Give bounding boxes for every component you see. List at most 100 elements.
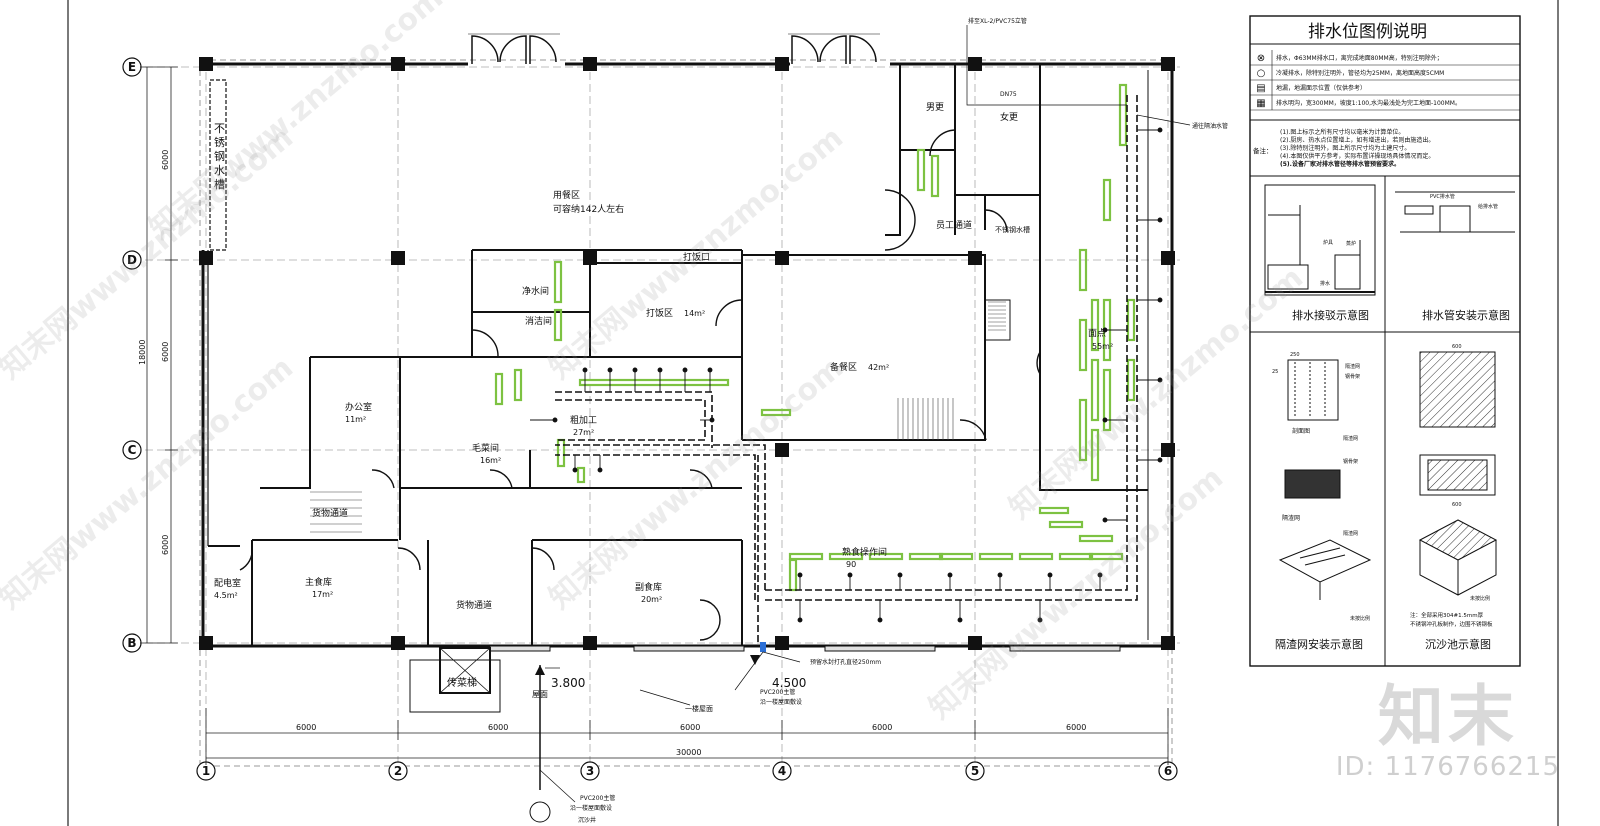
fixture	[553, 308, 563, 342]
detail3-callout-a: 隔渣网	[1345, 363, 1360, 370]
svg-text:排水明沟，宽300MM，坡度1:100,水沟最浅处为完工地面: 排水明沟，宽300MM，坡度1:100,水沟最浅处为完工地面-100MM。	[1276, 99, 1461, 107]
detail-settling-pit	[1418, 351, 1498, 596]
note-roof: 屋面	[532, 690, 548, 699]
svg-text:C: C	[128, 443, 137, 457]
svg-text:E: E	[128, 60, 136, 74]
detail1-callout-d: 蒸炉	[1346, 240, 1356, 247]
svg-text:▤: ▤	[1256, 83, 1265, 94]
col-axis-3: 3	[580, 761, 600, 781]
detail4-scale: 未按比例	[1470, 595, 1490, 602]
row-dim-3: 6000	[161, 535, 170, 555]
column	[199, 636, 213, 650]
room-cook: 熟食操作间	[842, 546, 887, 558]
note-pvc-main: PVC200主管	[760, 688, 795, 696]
legend-row-3: ▤ 地漏，地漏面示位置（仅供参考）	[1250, 80, 1520, 96]
pipe-annotations: 排至XL-2/PVC75立管 DN75 通往隔油水管 预留水封打孔直径250mm…	[532, 17, 1228, 824]
column	[391, 251, 405, 265]
room-office-area: 11m²	[345, 415, 366, 424]
legend-note-1: (1).图上标示之所有尺寸均以毫米为计算单位。	[1280, 128, 1404, 136]
elev-arrow-a	[535, 665, 545, 675]
row-axis-D: D	[122, 250, 142, 270]
detail3-callout-c: 隔渣网	[1343, 435, 1358, 442]
column	[1161, 57, 1175, 71]
fixture	[908, 552, 944, 561]
room-serve: 打饭区	[646, 307, 673, 319]
fixture	[760, 408, 792, 417]
col-dim-2: 6000	[488, 723, 508, 732]
fixture	[1018, 552, 1054, 561]
detail4-note: 注：全部采用304#1.5mm厚 不锈钢冲孔板制作，边围不锈钢板	[1410, 611, 1493, 628]
col-axis-bubbles: 1 2 3 4 5 6	[196, 761, 1178, 781]
legend-note-3: (3).除特别注明外，图上所示尺寸均为土建尺寸。	[1280, 144, 1410, 152]
svg-text:3: 3	[586, 764, 594, 778]
column	[199, 57, 213, 71]
room-window: 打饭口	[683, 251, 710, 263]
col-axis-5: 5	[965, 761, 985, 781]
legend-note-5: (5).设备厂家对排水管径等排水管预留要求。	[1280, 160, 1400, 168]
fixture	[494, 372, 504, 406]
column	[775, 443, 789, 457]
dumbwaiter-cross-b	[439, 647, 491, 694]
fixture	[938, 552, 974, 561]
detail3-callout-g: 隔渣网	[1282, 514, 1300, 522]
fixture	[1102, 178, 1112, 222]
detail4-title: 沉沙池示意图	[1425, 637, 1491, 651]
room-pastry-area: 55m²	[1092, 342, 1113, 351]
sink-counter	[209, 79, 227, 251]
detail3-scale: 未按比例	[1350, 615, 1370, 622]
column	[775, 251, 789, 265]
room-main-store-area: 17m²	[312, 590, 333, 599]
col-axis-2: 2	[388, 761, 408, 781]
svg-text:6: 6	[1164, 764, 1172, 778]
fixture	[930, 154, 940, 198]
detail3-callout-d: 钢骨架	[1343, 458, 1358, 465]
room-serve-area: 14m²	[684, 309, 705, 318]
detail1-callout-e: 排水	[1320, 280, 1330, 287]
fixture	[1090, 358, 1100, 422]
legend-row-2: ○ 冷凝排水，除特别注明外，管径均为25MM，离地面高度5CMM	[1250, 65, 1520, 81]
col-axis-6: 6	[1158, 761, 1178, 781]
fixture	[828, 552, 864, 561]
sink-counter-label: 不锈钢水槽	[214, 122, 225, 191]
row-dim-2: 6000	[161, 342, 170, 362]
fixture	[578, 378, 730, 387]
column	[968, 251, 982, 265]
column	[1161, 251, 1175, 265]
watermark-text: 知末网www.znzmo.com	[923, 460, 1230, 726]
col-axis-4: 4	[772, 761, 792, 781]
legend-note-2: (2).厨房、热水点位置增上，如有增进出，若则由施造出。	[1280, 136, 1434, 144]
svg-text:冷凝排水，除特别注明外，管径均为25MM，离地面高度5CMM: 冷凝排水，除特别注明外，管径均为25MM，离地面高度5CMM	[1276, 69, 1444, 77]
row-dim-total: 18000	[138, 340, 147, 365]
fixture	[1118, 83, 1128, 147]
note-pvc-main-sub: 沿一楼屋面敷设	[760, 698, 802, 706]
detail-connection	[1264, 184, 1376, 296]
watermark-text: 知末网www.znzmo.com	[543, 350, 850, 616]
legend-row-4: ▦排水明沟，宽300MM，坡度1:100,水沟最浅处为完工地面-100MM。	[1250, 95, 1520, 111]
column	[391, 636, 405, 650]
leader-pit	[539, 769, 576, 803]
main-entrance-doors	[468, 33, 880, 64]
note-pvc-bottom: PVC200主管	[580, 794, 615, 802]
detail-grate	[1278, 359, 1372, 600]
structural-columns	[199, 57, 1175, 650]
note-oil-trap: 通往隔油水管	[1192, 122, 1228, 130]
room-rough-area: 27m²	[573, 428, 594, 437]
detail2-callout-b: 给排水管	[1478, 203, 1498, 210]
column	[199, 251, 213, 265]
legend-notes-label: 备注：	[1253, 146, 1273, 155]
column	[1161, 443, 1175, 457]
detail-pipe-install	[1395, 191, 1515, 233]
detail1-title: 排水接驳示意图	[1292, 308, 1369, 322]
building-outline	[199, 59, 1173, 767]
detail1-callout-c: 炉具	[1323, 239, 1333, 246]
column	[583, 636, 597, 650]
detail3-section: 剖面图	[1292, 427, 1310, 435]
svg-text:○: ○	[1257, 68, 1266, 79]
detail3-dim: 250	[1290, 352, 1300, 358]
detail2-title: 排水管安装示意图	[1422, 308, 1510, 322]
svg-text:1: 1	[202, 764, 210, 778]
room-office: 办公室	[345, 401, 372, 413]
svg-text:地漏，地漏面示位置（仅供参考）: 地漏，地漏面示位置（仅供参考）	[1276, 84, 1366, 92]
detail3-callout-e: 隔渣网	[1343, 530, 1358, 537]
